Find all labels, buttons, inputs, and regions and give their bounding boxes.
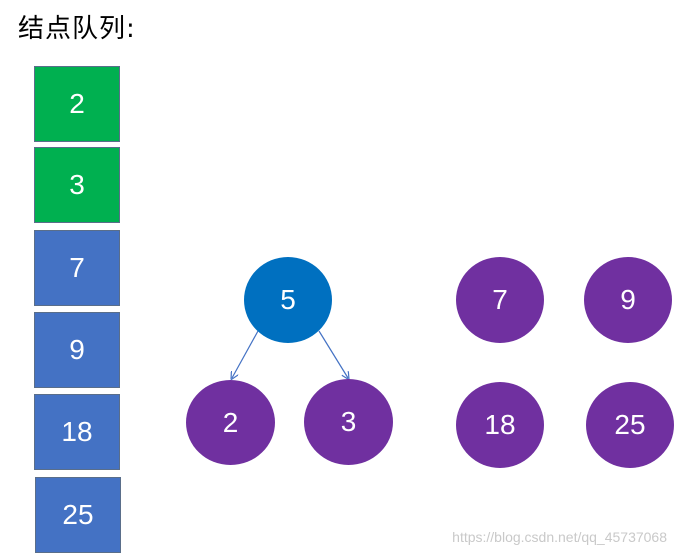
watermark-text: https://blog.csdn.net/qq_45737068: [452, 529, 667, 545]
queue-cell-1: 2: [34, 66, 120, 142]
queue-cell-6: 25: [35, 477, 121, 553]
queue-cell-5: 18: [34, 394, 120, 470]
queue-cell-3: 7: [34, 230, 120, 306]
page-title: 结点队列:: [18, 14, 136, 44]
queue-cell-2: 3: [34, 147, 120, 223]
edge-root-right: [318, 330, 348, 378]
tree-node-root: 5: [244, 257, 332, 343]
tree-node-left: 2: [186, 380, 275, 465]
queue-cell-4: 9: [34, 312, 120, 388]
forest-node-7: 7: [456, 257, 544, 343]
tree-node-right: 3: [304, 379, 393, 465]
edge-root-left: [232, 330, 259, 378]
forest-node-9: 9: [584, 257, 672, 343]
forest-node-25: 25: [586, 382, 674, 468]
forest-node-18: 18: [456, 382, 544, 468]
